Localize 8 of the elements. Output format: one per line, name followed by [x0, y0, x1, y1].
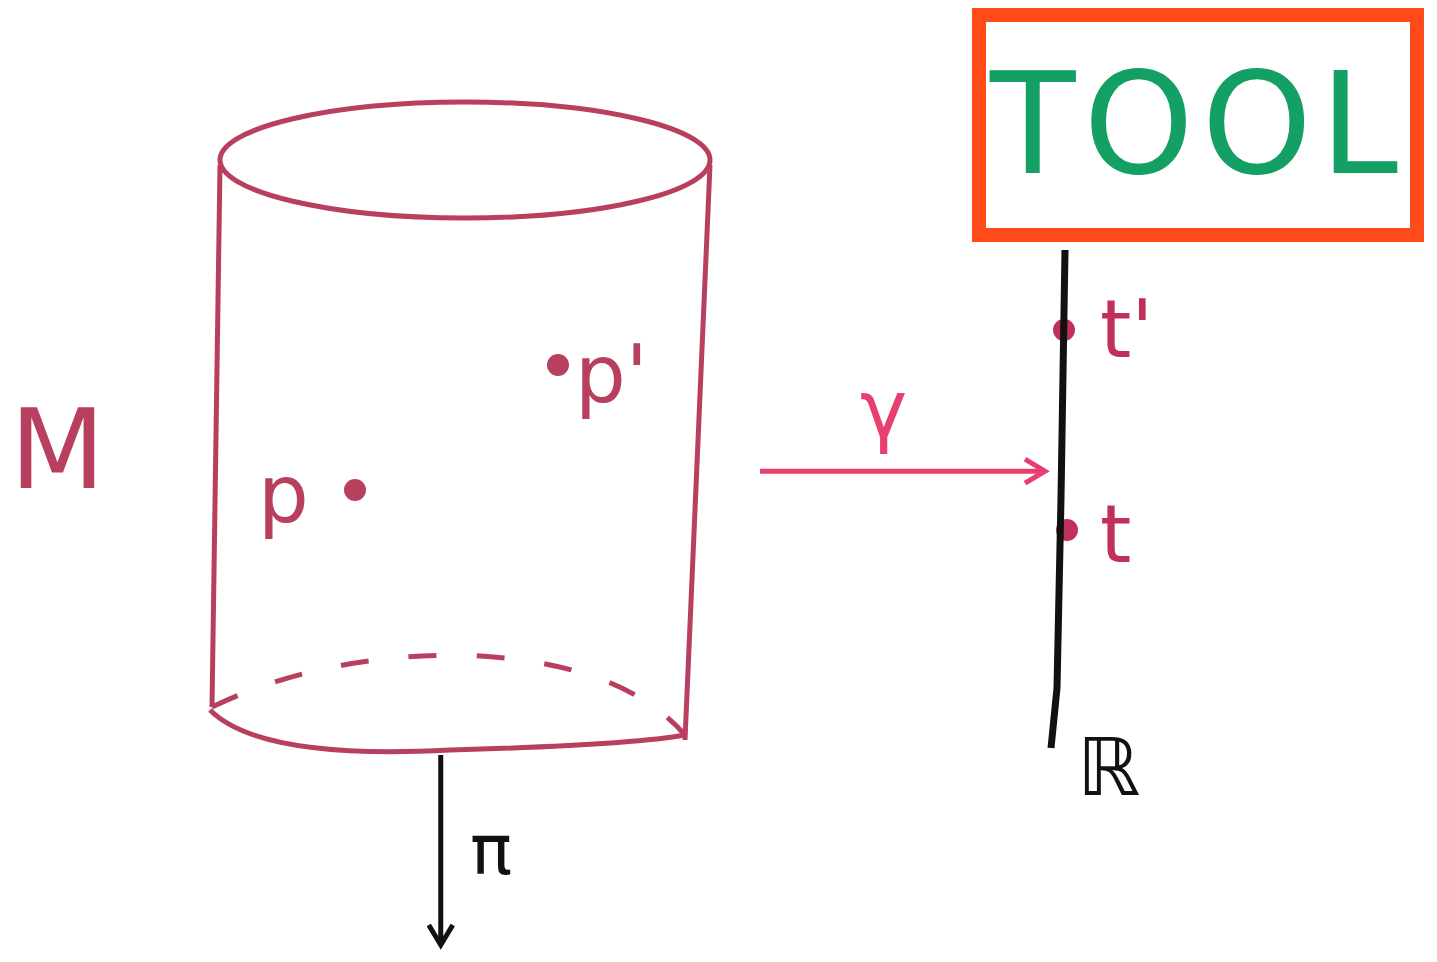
manifold-label: M	[10, 395, 105, 505]
axis-label: ℝ	[1077, 728, 1141, 808]
arrow	[760, 456, 1048, 486]
tool-title: TOOL	[990, 55, 1406, 195]
tool-box	[972, 8, 1424, 242]
point-label: t'	[1100, 290, 1154, 370]
point-label: t	[1100, 495, 1132, 575]
arrow	[426, 755, 456, 948]
